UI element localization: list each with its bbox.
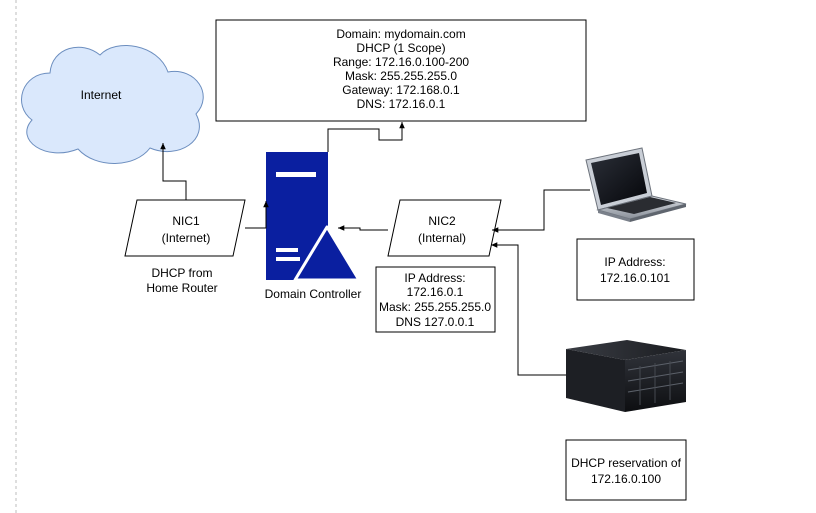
nic2-label: NIC2 [428,214,456,228]
laptop-screen [591,153,647,205]
connector-dc-to-dhcp-config [327,122,405,152]
server-info-box[interactable]: DHCP reservation of 172.16.0.100 [565,439,687,501]
nic1-shape [124,199,246,257]
server-top [566,340,686,360]
dhcp-config-line: Range: 172.16.0.100-200 [333,55,469,69]
dc-drive-slot [276,172,316,177]
nic1-note-line: Home Router [146,281,217,295]
laptop-info-frame [576,238,695,301]
connector-nic2-to-dc [338,225,388,231]
nic2-info-line: Mask: 255.255.255.0 [379,300,491,314]
dhcp-config-line: DHCP (1 Scope) [356,41,445,55]
dc-drive-slot [276,257,300,261]
server-info-frame [565,439,687,501]
nic2-node[interactable]: NIC2 (Internal) [387,199,502,257]
connector-server-to-nic2 [491,242,566,376]
nic2-info-line: DNS 127.0.0.1 [396,315,475,329]
dc-warning-triangle-icon [293,225,361,282]
server-side [566,349,625,412]
nic2-shape [387,199,502,257]
laptop-info-line: IP Address: [604,255,665,269]
connector-laptop-to-nic2 [492,189,590,233]
nic2-info-frame [375,266,496,333]
nic1-sublabel: (Internet) [162,231,211,245]
nic2-info-line: IP Address: [404,271,465,285]
dhcp-config-line: Gateway: 172.168.0.1 [342,83,460,97]
dhcp-config-frame [215,19,587,122]
cloud-shape [21,45,204,164]
laptop-keyboard [607,197,676,214]
laptop-edge [630,204,686,222]
nic1-node[interactable]: NIC1 (Internet) [124,199,246,257]
nic2-sublabel: (Internal) [418,231,466,245]
nic1-note-line: DHCP from [151,266,212,280]
dc-label: Domain Controller [265,287,362,301]
dhcp-config-line: Mask: 255.255.255.0 [345,69,457,83]
dc-drive-slot [276,248,298,252]
domain-controller[interactable]: Domain Controller [265,152,362,301]
dhcp-config-box[interactable]: Domain: mydomain.com DHCP (1 Scope) Rang… [215,19,587,122]
nic1-label: NIC1 [172,214,200,228]
connector-nic1-to-internet [160,143,187,200]
nic2-info-line: 172.16.0.1 [407,285,464,299]
laptop-edge [598,210,630,222]
dhcp-config-line: Domain: mydomain.com [336,27,465,41]
laptop-info-line: 172.16.0.101 [600,271,670,285]
dhcp-config-line: DNS: 172.16.0.1 [357,97,446,111]
server-info-line: 172.16.0.100 [591,472,661,486]
laptop-icon[interactable] [585,147,687,222]
laptop-info-box[interactable]: IP Address: 172.16.0.101 [576,238,695,301]
nic2-info-box[interactable]: IP Address: 172.16.0.1 Mask: 255.255.255… [375,266,496,333]
server-info-line: DHCP reservation of [571,456,681,470]
internet-cloud[interactable]: Internet [21,45,204,164]
cloud-label: Internet [81,88,122,102]
server-icon[interactable] [566,340,686,412]
connector-nic1-to-dc [245,201,269,229]
